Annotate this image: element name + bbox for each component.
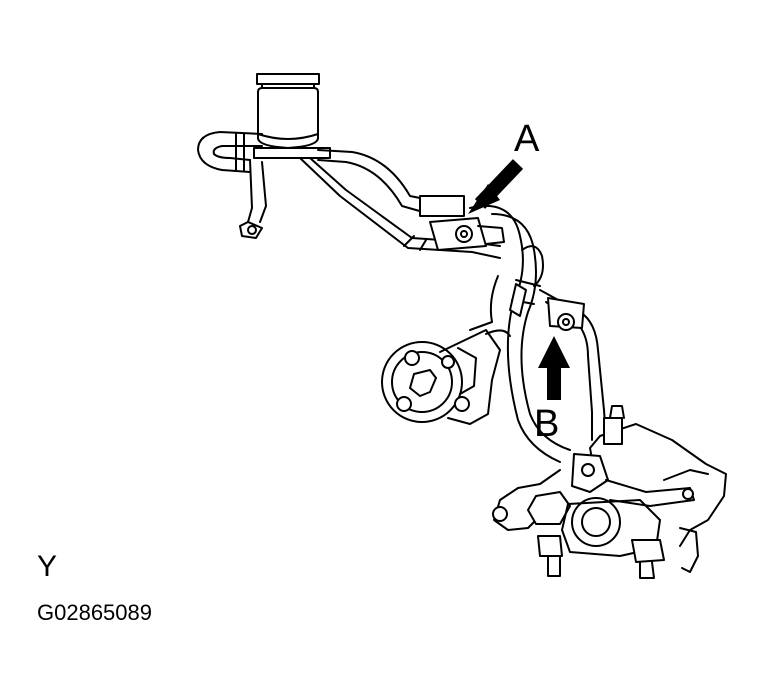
clamp-a xyxy=(429,217,505,251)
view-letter: Y xyxy=(37,550,58,583)
steering-gear-assembly xyxy=(492,405,727,579)
steering-pump xyxy=(381,329,511,425)
arrow-b xyxy=(538,336,570,400)
return-hose-upper xyxy=(317,149,465,217)
callout-label-a: A xyxy=(514,118,540,160)
arrow-a xyxy=(468,159,524,214)
clamp-b xyxy=(547,297,585,331)
callout-label-b: B xyxy=(534,403,560,445)
reservoir-suction-hose xyxy=(197,131,267,239)
figure-code: G02865089 xyxy=(37,600,152,625)
reservoir-tank xyxy=(253,73,331,159)
